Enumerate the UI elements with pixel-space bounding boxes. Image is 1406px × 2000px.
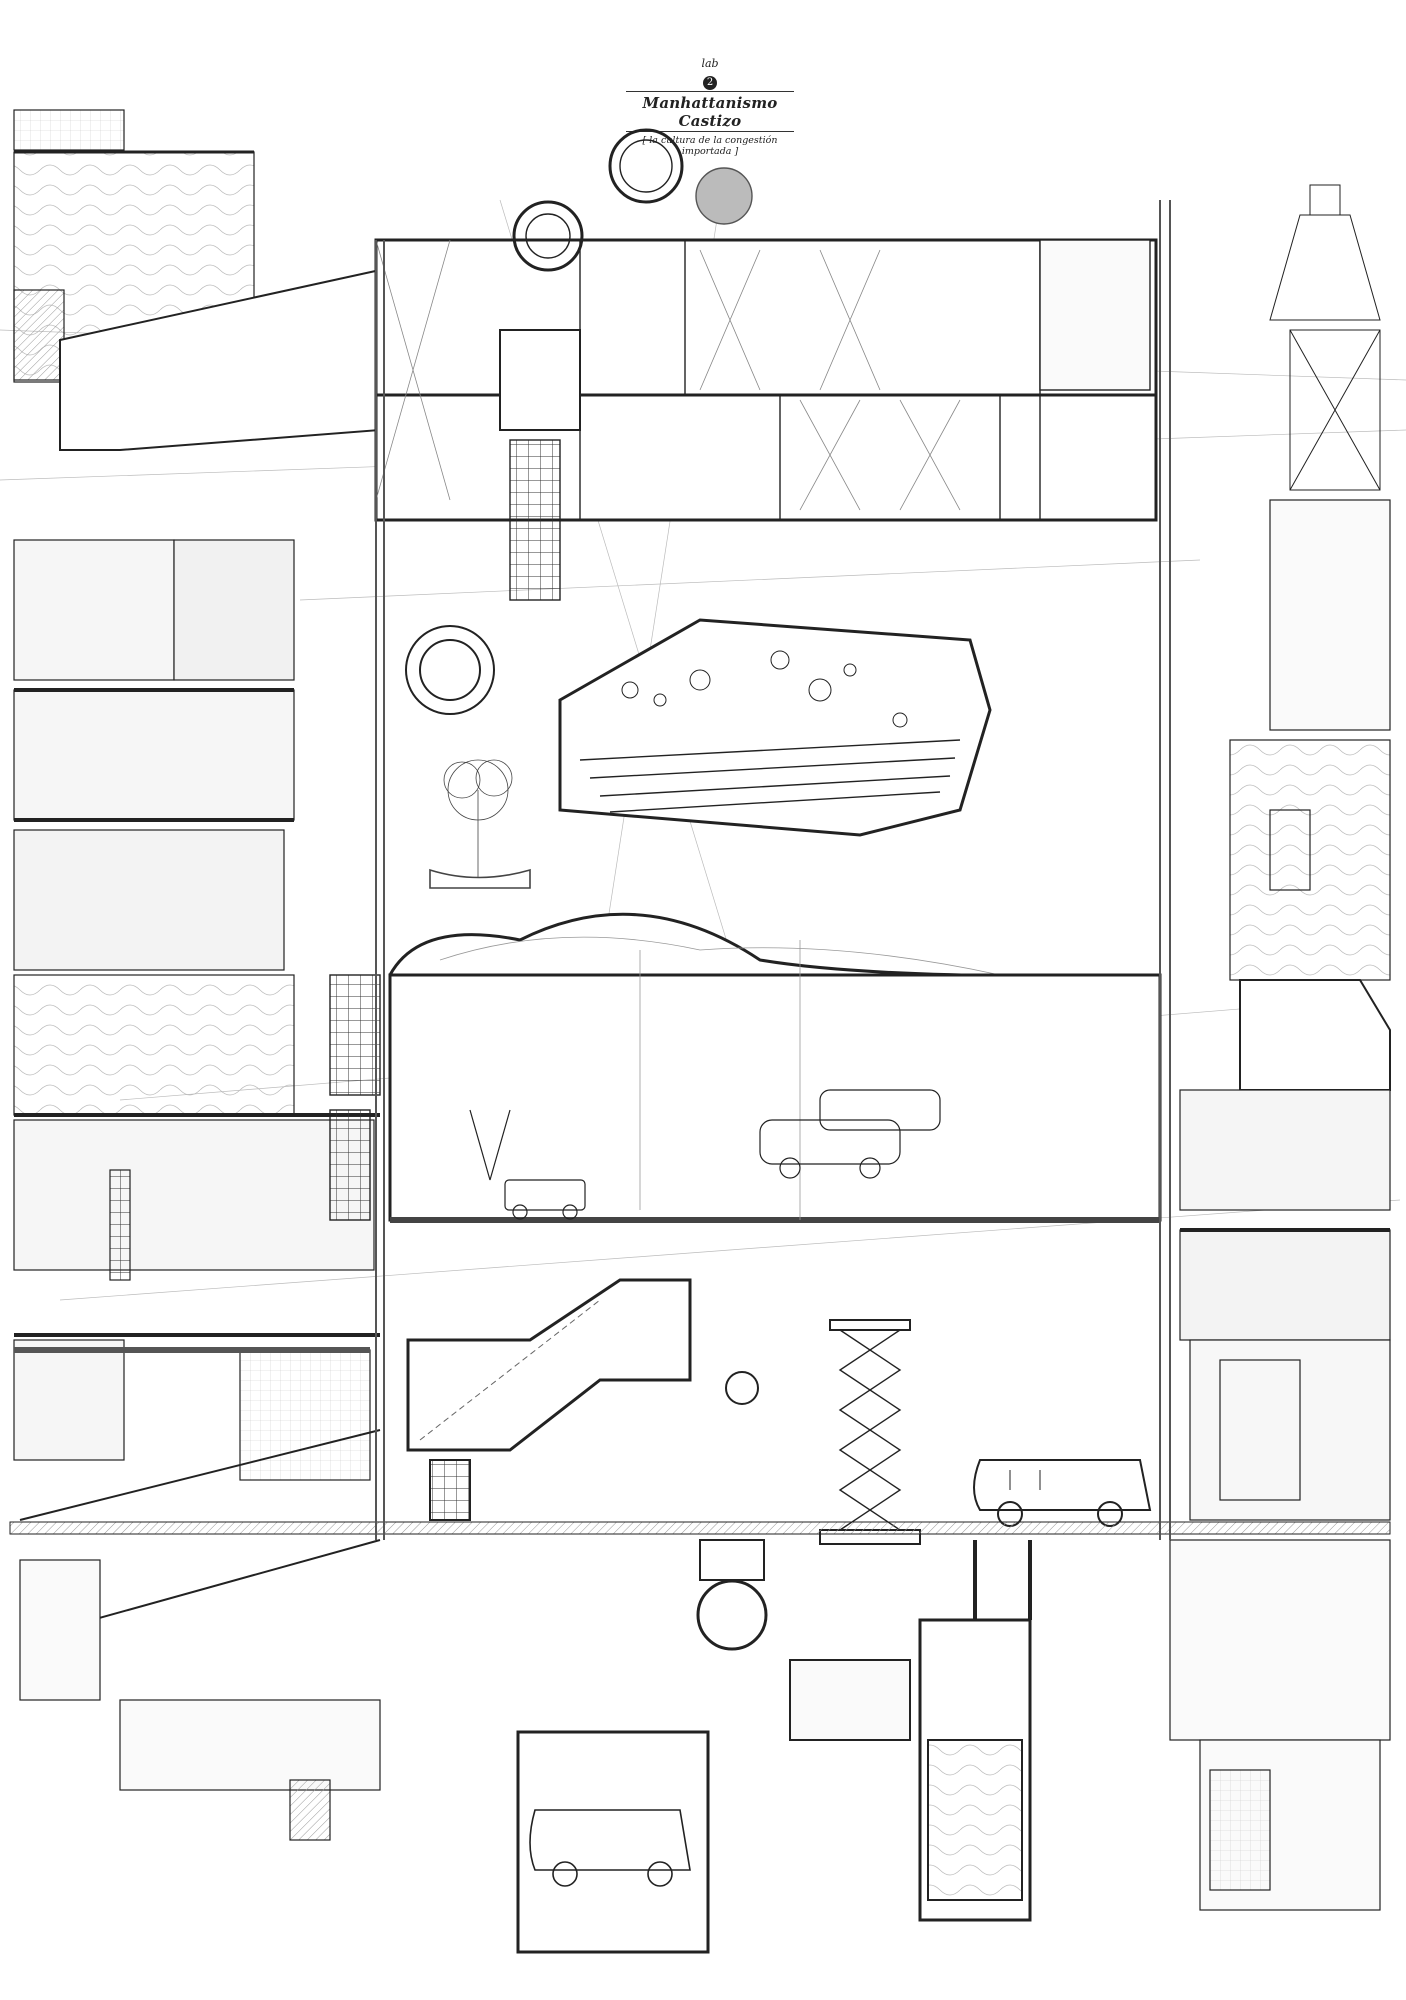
columns [375, 200, 1171, 1540]
ground-slab [9, 1521, 1391, 1535]
lab-label: lab [701, 57, 719, 70]
middle-hall [329, 912, 1162, 1223]
cinema-seats [579, 739, 961, 813]
van-upper [973, 1459, 1152, 1527]
round-tank [405, 625, 495, 715]
van-lower [529, 1809, 691, 1887]
right-building [1169, 184, 1391, 1911]
lattice-tower [1269, 184, 1381, 491]
drawing-subtitle: [ la cultura de la congestión importada … [642, 135, 778, 157]
title-rule-bottom [626, 131, 794, 132]
top-central-block [374, 128, 1158, 601]
scissor-lift [819, 1319, 921, 1545]
lower-ramp [406, 1278, 759, 1521]
basement [516, 1539, 1032, 1954]
drawing-title: Manhattanismo Castizo [642, 94, 778, 130]
left-building [13, 109, 381, 1841]
title-block: lab 2 Manhattanismo Castizo [ la cultura… [620, 58, 800, 157]
hall-machines [469, 1109, 586, 1220]
lab-number-badge: 2 [703, 76, 717, 90]
title-rule-top [626, 91, 794, 92]
hall-cars [759, 1089, 941, 1179]
tree [429, 759, 531, 889]
cinema-pod [558, 618, 992, 837]
